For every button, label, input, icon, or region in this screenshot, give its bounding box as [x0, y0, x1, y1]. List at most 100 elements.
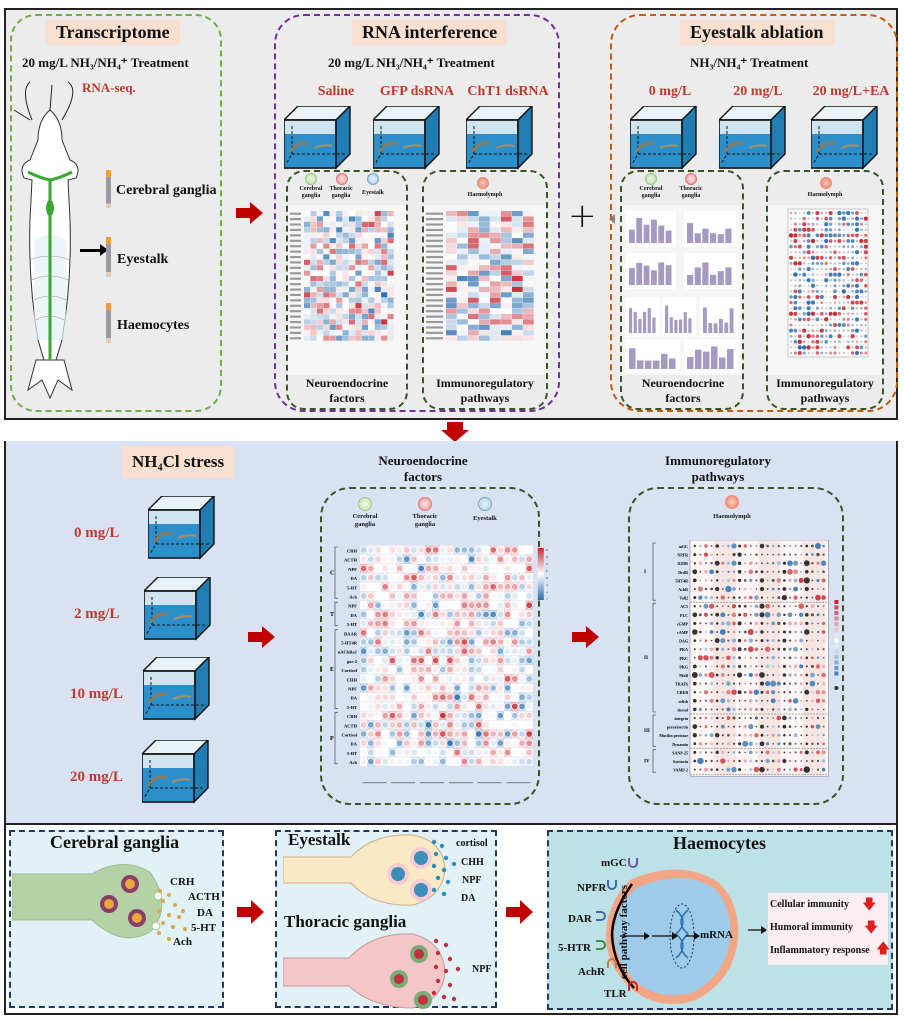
dotplot-dot	[738, 588, 741, 590]
heatmap-cell	[304, 292, 311, 298]
heatmap-dot	[360, 610, 368, 618]
receptor-5htr: 5-HTR	[558, 942, 591, 954]
heatmap-cell	[304, 297, 311, 303]
dotplot-dot	[842, 273, 845, 276]
heatmap-cell	[349, 335, 356, 341]
legend-swatch	[834, 616, 839, 621]
heatmap-dot	[475, 666, 483, 674]
nh4cl-stress-title: NH₄Cl stress	[122, 446, 235, 478]
dotplot-dot	[777, 570, 780, 573]
heatmap-cell	[387, 308, 394, 314]
heatmap-cell	[310, 297, 317, 303]
heatmap-cell	[512, 259, 523, 265]
dotplot-dot	[727, 613, 730, 616]
dotplot-dot	[755, 665, 758, 668]
dotplot-dot	[817, 605, 819, 608]
heatmap-cell	[468, 335, 479, 341]
dotplot-dot	[772, 596, 775, 599]
dotplot-dot	[716, 725, 719, 728]
dotplot-dot	[738, 759, 741, 763]
heatmap-cell	[374, 281, 381, 287]
dotplot-dot	[829, 267, 832, 271]
dotplot-dot	[821, 595, 826, 600]
dotplot-dot	[822, 717, 825, 719]
dotplot-dot	[815, 664, 821, 669]
dotplot-dot	[771, 587, 775, 591]
dotplot-dot	[704, 673, 708, 677]
dotplot-dot	[772, 613, 775, 616]
heatmap-dot	[396, 712, 404, 720]
heatmap-cell	[490, 276, 501, 282]
dotplot-dot	[699, 733, 702, 737]
dotplot-dot	[731, 647, 737, 652]
heatmap-dot	[489, 610, 497, 618]
heatmap-cell	[349, 270, 356, 276]
dotplot-dot	[766, 673, 769, 677]
dotplot-dot	[788, 707, 792, 712]
heatmap-row-label: NPF	[348, 687, 357, 692]
dotplot-dot	[804, 629, 810, 635]
heatmap-dot	[396, 702, 404, 710]
heatmap-dot	[403, 739, 411, 747]
dotplot-dot	[802, 267, 806, 271]
heatmap-cell	[361, 330, 368, 336]
heatmap-dot	[468, 721, 476, 729]
heatmap-cell	[523, 330, 534, 336]
heatmap-dot	[504, 712, 512, 720]
mini-bar	[702, 262, 709, 285]
dotplot-dot	[860, 329, 863, 332]
heatmap-dot	[504, 666, 512, 674]
heatmap-dot	[403, 748, 411, 756]
heatmap-dot	[489, 564, 497, 572]
dotplot-dot	[811, 329, 815, 332]
dotplot-dot	[761, 717, 763, 719]
heatmap-cell	[457, 243, 468, 249]
heatmap-cell	[387, 319, 394, 325]
tube-eyestalk-icon	[106, 237, 111, 277]
heatmap-dot	[367, 629, 375, 637]
dotplot-dot	[737, 690, 742, 695]
group-label: IV	[644, 759, 650, 764]
dotplot-dot	[811, 742, 814, 745]
dotplot-dot	[864, 306, 868, 310]
heatmap-dot	[439, 712, 447, 720]
dotplot-dot	[749, 707, 753, 711]
heatmap-dot	[489, 721, 497, 729]
heatmap-dot	[417, 758, 425, 766]
dotplot-dot	[834, 217, 836, 220]
dotplot-dot	[855, 345, 859, 350]
heatmap-dot	[396, 739, 404, 747]
heatmap-dot	[504, 620, 512, 628]
heatmap-dot	[367, 620, 375, 628]
heatmap-cell	[323, 286, 330, 292]
heatmap-cell	[329, 330, 336, 336]
heatmap-dot	[518, 666, 526, 674]
dotplot-dot	[837, 210, 842, 216]
heatmap-dot	[475, 564, 483, 572]
dotplot-dot	[788, 647, 792, 651]
heatmap-dot	[511, 748, 519, 756]
heatmap-cell	[457, 254, 468, 260]
dotplot-dot	[794, 605, 797, 608]
heatmap-cell	[523, 254, 534, 260]
heatmap-cell	[512, 297, 523, 303]
heatmap-dot	[360, 629, 368, 637]
heatmap-dot	[496, 647, 504, 655]
heatmap-dot	[403, 712, 411, 720]
dotplot-dot	[822, 639, 825, 642]
heatmap-dot	[511, 712, 519, 720]
dotplot-dot	[738, 725, 741, 728]
heatmap-dot	[417, 748, 425, 756]
heatmap-dot	[518, 656, 526, 664]
heatmap-dot	[396, 574, 404, 582]
dotplot-dot	[708, 603, 715, 609]
neuro-factors-title: Neuroendocrine factors	[378, 453, 468, 484]
heatmap-cell	[329, 313, 336, 320]
heatmap-cell	[446, 313, 457, 320]
dotplot-dot	[822, 648, 825, 651]
mini-bar	[645, 360, 652, 369]
dotplot-dot	[817, 708, 819, 711]
heatmap-dot	[482, 564, 490, 572]
heatmap-dot	[482, 620, 490, 628]
heatmap-cell	[304, 330, 311, 336]
